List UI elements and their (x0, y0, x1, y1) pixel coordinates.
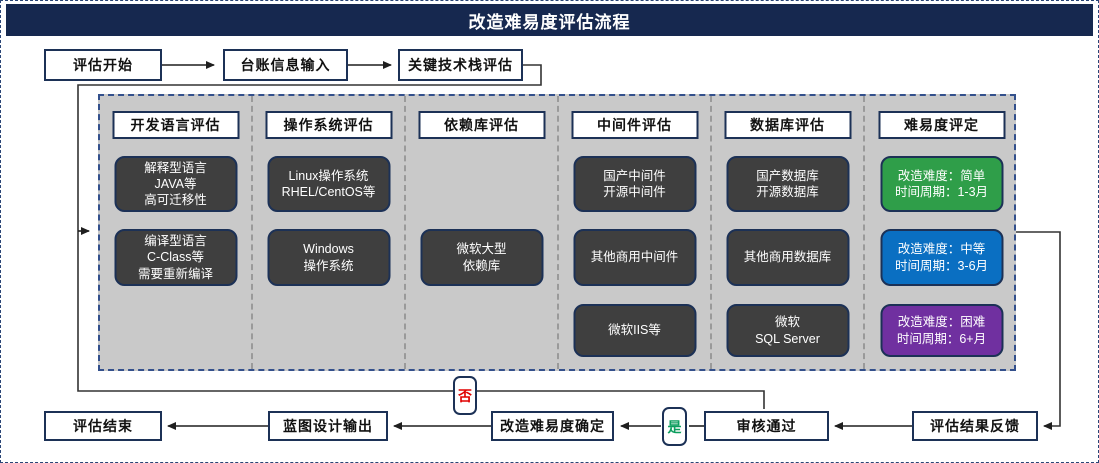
page-title: 改造难易度评估流程 (6, 4, 1093, 36)
column-database: 数据库评估 国产数据库 开源数据库 其他商用数据库 微软 SQL Server (712, 96, 865, 369)
column-header-database: 数据库评估 (724, 111, 851, 139)
item-microsoft-large-dependency: 微软大型 依赖库 (420, 229, 543, 286)
column-header-operating-system: 操作系统评估 (265, 111, 392, 139)
node-assessment-start: 评估开始 (44, 49, 162, 81)
item-other-commercial-middleware: 其他商用中间件 (573, 229, 696, 286)
item-compiled-language: 编译型语言 C-Class等 需要重新编译 (114, 229, 237, 286)
decision-label-no: 否 (453, 376, 477, 415)
column-dev-language: 开发语言评估 解释型语言 JAVA等 高可迁移性 编译型语言 C-Class等 … (100, 96, 253, 369)
column-middleware: 中间件评估 国产中间件 开源中间件 其他商用中间件 微软IIS等 (559, 96, 712, 369)
item-difficulty-easy: 改造难度：简单 时间周期：1-3月 (880, 156, 1003, 212)
column-header-difficulty-rating: 难易度评定 (878, 111, 1005, 139)
node-blueprint-design-output: 蓝图设计输出 (268, 411, 388, 441)
item-microsoft-sql-server: 微软 SQL Server (726, 304, 849, 357)
node-ledger-info-input: 台账信息输入 (223, 49, 348, 81)
column-operating-system: 操作系统评估 Linux操作系统 RHEL/CentOS等 Windows 操作… (253, 96, 406, 369)
item-domestic-opensource-middleware: 国产中间件 开源中间件 (573, 156, 696, 212)
item-other-commercial-database: 其他商用数据库 (726, 229, 849, 286)
item-microsoft-iis: 微软IIS等 (573, 304, 696, 357)
assessment-panel: 开发语言评估 解释型语言 JAVA等 高可迁移性 编译型语言 C-Class等 … (98, 94, 1016, 371)
node-assessment-result-feedback: 评估结果反馈 (912, 411, 1038, 441)
item-difficulty-medium: 改造难度：中等 时间周期：3-6月 (880, 229, 1003, 286)
node-assessment-end: 评估结束 (44, 411, 162, 441)
item-linux-os: Linux操作系统 RHEL/CentOS等 (267, 156, 390, 212)
column-header-middleware: 中间件评估 (571, 111, 698, 139)
column-header-dependency-library: 依赖库评估 (418, 111, 545, 139)
column-difficulty-rating: 难易度评定 改造难度：简单 时间周期：1-3月 改造难度：中等 时间周期：3-6… (865, 96, 1018, 369)
column-dependency-library: 依赖库评估 微软大型 依赖库 (406, 96, 559, 369)
node-review-approved: 审核通过 (704, 411, 829, 441)
column-header-dev-language: 开发语言评估 (112, 111, 239, 139)
node-difficulty-determination: 改造难易度确定 (491, 411, 614, 441)
decision-label-yes: 是 (662, 407, 687, 446)
item-windows-os: Windows 操作系统 (267, 229, 390, 286)
item-difficulty-hard: 改造难度：困难 时间周期：6+月 (880, 304, 1003, 357)
item-domestic-opensource-database: 国产数据库 开源数据库 (726, 156, 849, 212)
node-key-tech-stack-assessment: 关键技术栈评估 (398, 49, 523, 81)
item-interpreted-language: 解释型语言 JAVA等 高可迁移性 (114, 156, 237, 212)
